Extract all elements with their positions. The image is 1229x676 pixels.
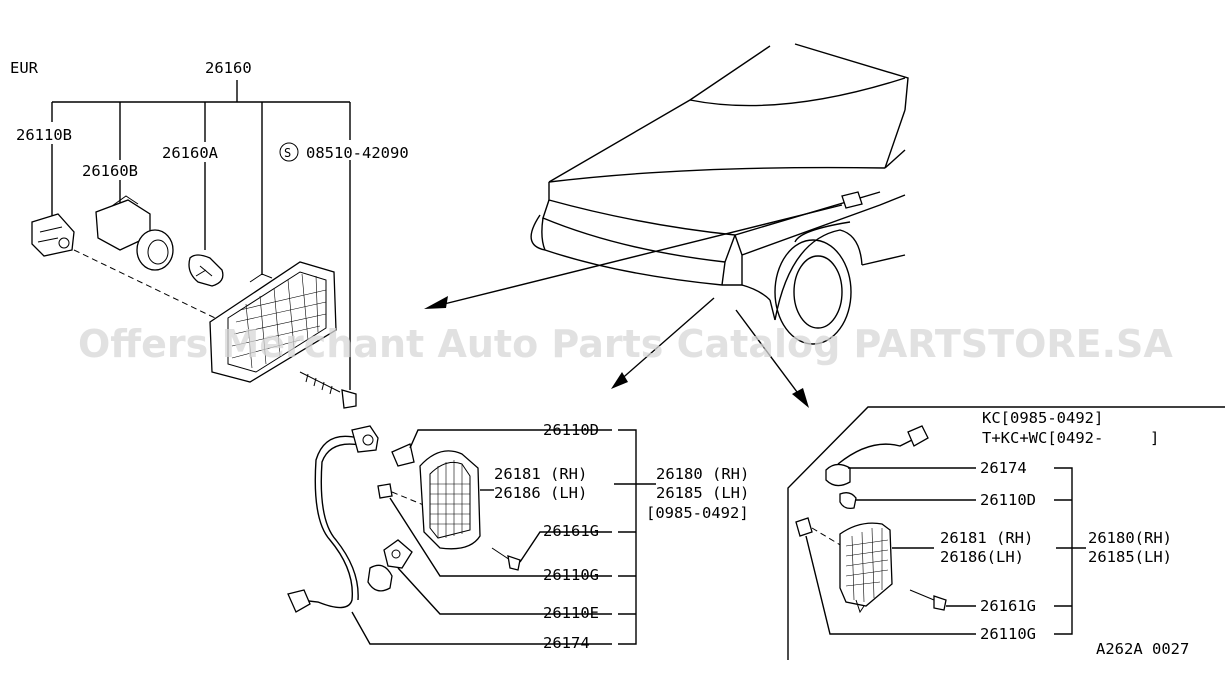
right-group: KC[0985-0492] T+KC+WC[0492- ] 26 [787,406,1225,660]
label-26110d: 26110D [543,421,599,439]
label-26186-lh: 26186 (LH) [494,484,587,502]
bulb-holder-ring [136,229,174,271]
eur-group: EUR 26160 26110B 26160B 26160A S 08510-4… [10,59,409,409]
label-26160a: 26160A [162,144,219,162]
right-label-26110g: 26110G [980,625,1036,643]
right-label-26174: 26174 [980,459,1027,477]
label-variant-tkcwc: T+KC+WC[0492- ] [982,429,1159,447]
socket-26110e [383,539,413,569]
drawing-id: A262A 0027 [1096,640,1189,658]
label-26160b: 26160B [82,162,138,180]
right-screw-26161g [933,595,947,611]
label-26181-rh: 26181 (RH) [494,465,587,483]
label-variant-kc: KC[0985-0492] [982,409,1103,427]
label-26161g: 26161G [543,522,599,540]
right-label-26186-lh: 26186(LH) [940,548,1024,566]
right-label-26181-rh: 26181 (RH) [940,529,1033,547]
lamp-lens-26160 [209,261,337,383]
screw-symbol-letter: S [284,146,291,160]
right-bulb [839,492,857,510]
socket-26110d [391,443,415,467]
right-label-26185-lh: 26185(LH) [1088,548,1172,566]
right-harness-socket [825,463,851,487]
right-clip-26110g [795,517,813,537]
inset-frame [787,406,1225,660]
harness-26174-wire [299,435,359,609]
label-26185-lh: 26185 (LH) [656,484,749,502]
right-lamp-26181-26186 [839,522,893,614]
socket-26110b [31,213,75,257]
clip-26110g [377,483,393,499]
harness-bulb-socket [367,564,393,592]
label-26110e: 26110E [543,604,599,622]
side-marker-on-car [841,191,863,209]
region-label: EUR [10,59,39,77]
center-group: 26110D 26181 (RH) 26186 (LH) 26180 (RH) … [287,421,749,652]
label-26110g: 26110G [543,566,599,584]
car-front-illustration [530,43,909,345]
harness-connector-top [351,425,379,453]
lamp-26181-26186 [419,450,481,550]
watermark-text: Offers Merchant Auto Parts Catalog PARTS… [78,322,1173,366]
location-arrows [424,204,843,408]
right-label-26180-rh: 26180(RH) [1088,529,1172,547]
harness-plug [287,589,311,613]
label-26110b: 26110B [16,126,72,144]
label-08510-42090: 08510-42090 [306,144,409,162]
right-harness-connector [907,425,929,447]
label-26180-rh: 26180 (RH) [656,465,749,483]
screw-08510-42090 [341,389,357,409]
right-label-26110d: 26110D [980,491,1036,509]
screw-26161g [507,555,521,571]
label-26160: 26160 [205,59,252,77]
right-label-26161g: 26161G [980,597,1036,615]
screw-standard-symbol [279,142,299,162]
label-date-range: [0985-0492] [646,504,749,522]
label-26174: 26174 [543,634,590,652]
